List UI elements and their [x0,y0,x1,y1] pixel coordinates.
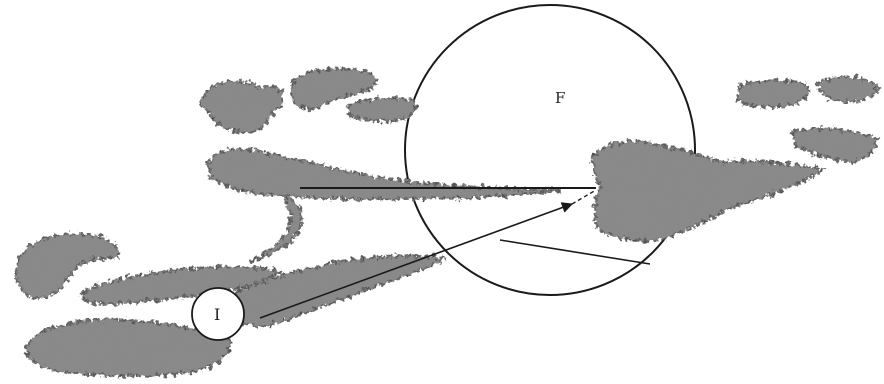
cloud-hook [250,196,302,262]
cloud-right-2 [818,77,878,102]
chord-line [500,240,650,264]
arrow-line [260,204,572,318]
cloud-right-1 [738,80,809,107]
cloud-right-3 [792,129,876,162]
small-circle-label: I [214,305,220,324]
large-circle-label: F [555,89,565,107]
cloud-streak-upper [208,149,560,199]
cloud-group [16,69,878,376]
arrow-dashed-continuation [572,190,596,204]
cloud-top-left-3 [348,98,416,121]
cloud-top-left-1 [201,81,284,133]
cloud-main-mass [592,141,822,240]
